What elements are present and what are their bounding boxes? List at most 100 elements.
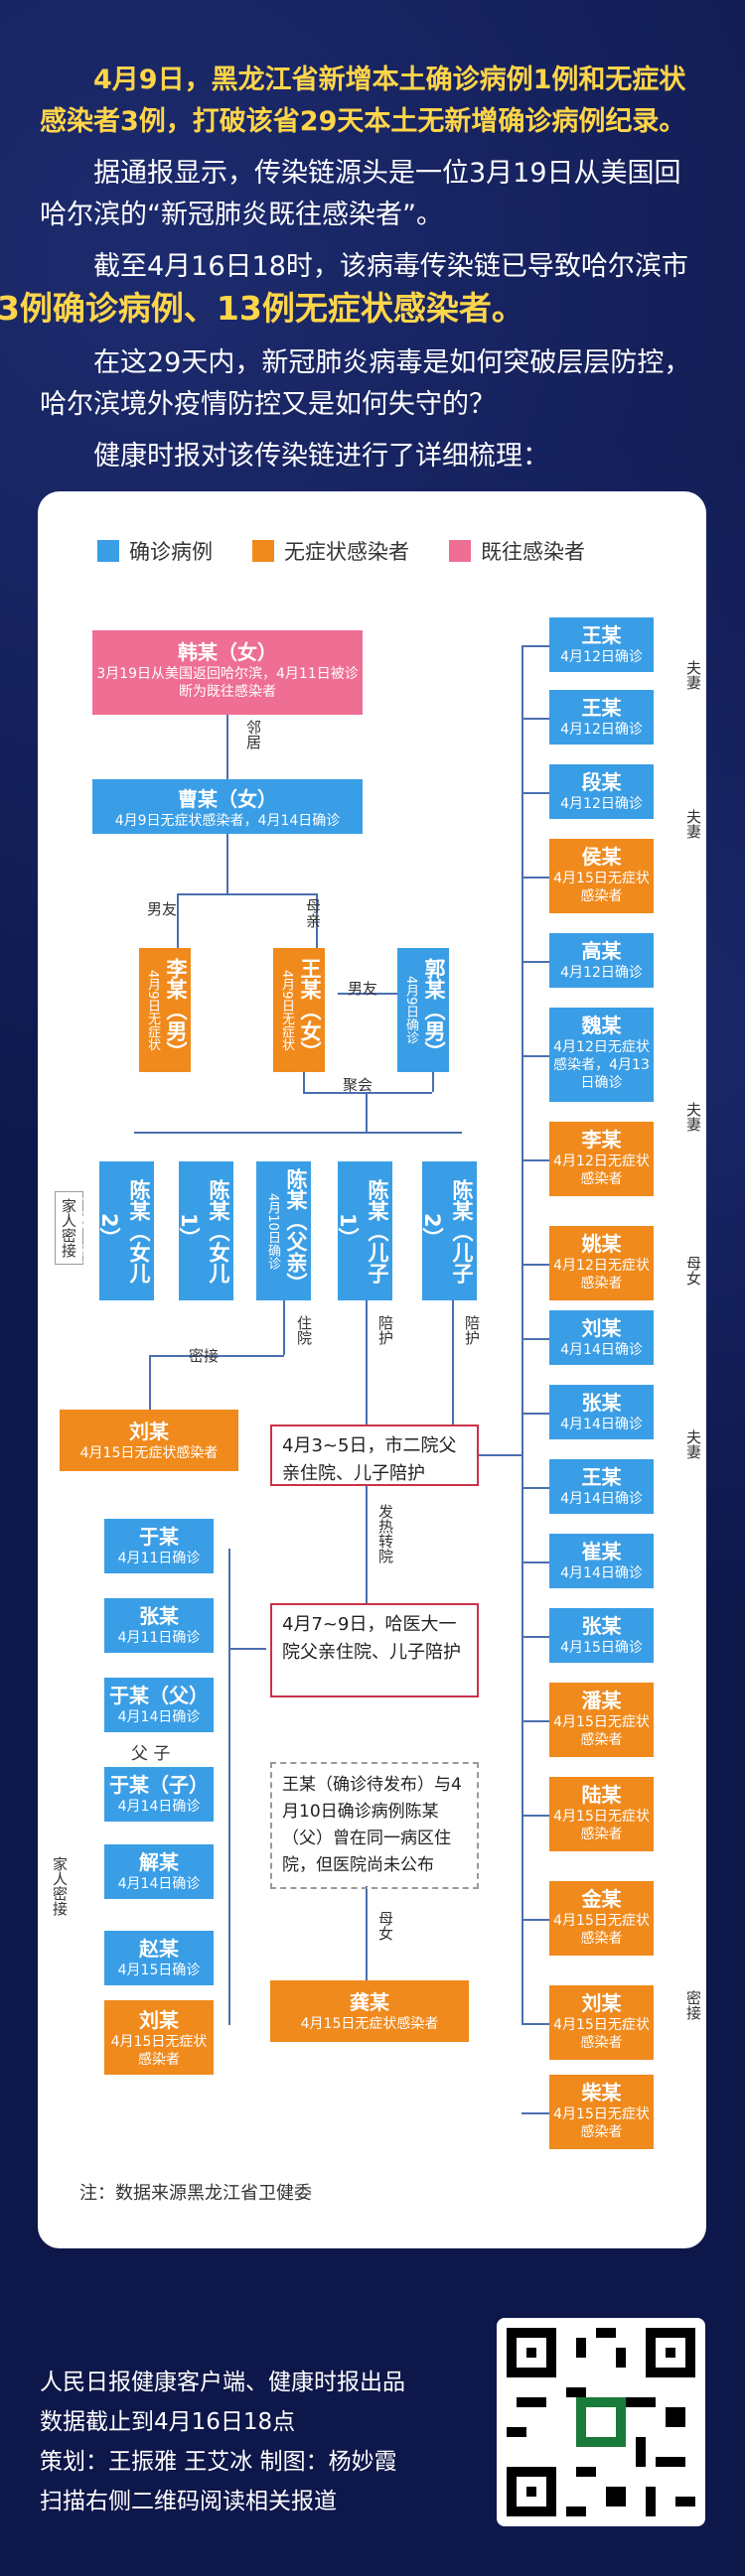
rel-neighbor: 邻居: [244, 720, 262, 749]
right-node-sub: 4月12日确诊: [560, 965, 643, 981]
right-label-couple3: 夫妻: [684, 1102, 702, 1132]
rel-boyfriend: 男友: [147, 900, 178, 918]
right-node-name: 姚某: [581, 1232, 622, 1256]
footer-line2: 数据截止到4月16日18点: [40, 2409, 296, 2435]
right-node-name: 魏某: [581, 1014, 622, 1037]
node-guo: 郭某（男） 4月9日确诊: [397, 948, 449, 1072]
node-wang: 王某（女） 4月9日无症状: [273, 948, 325, 1072]
connector: [522, 1412, 549, 1415]
connector: [366, 1092, 368, 1132]
right-node: 张某 4月14日确诊: [549, 1385, 654, 1439]
rel-mother: 母亲: [304, 898, 322, 928]
node-yu1: 于某 4月11日确诊: [104, 1519, 214, 1573]
case-count: 23例确诊病例、13例无症状感染者。: [0, 289, 524, 328]
connector: [177, 893, 316, 895]
connector: [226, 824, 228, 893]
rel-care2: 陪护: [463, 1315, 481, 1345]
right-node-sub: 4月12日确诊: [560, 722, 643, 738]
connector: [366, 1886, 368, 1980]
rel-father-son: 父 子: [131, 1744, 171, 1764]
node-chen-daughter2: 陈某（女儿2） 4月15日确诊: [78, 1161, 154, 1300]
node-liu: 刘某 4月15日无症状感染者: [60, 1410, 238, 1471]
connector: [522, 645, 523, 2025]
family-contact-label-2: 家人密接: [51, 1856, 69, 1916]
right-node-name: 王某: [581, 623, 622, 647]
right-node-name: 柴某: [581, 2081, 622, 2104]
connector: [226, 705, 228, 779]
qr-code[interactable]: [497, 2318, 705, 2526]
intro-p5: 健康时报对该传染链进行了详细梳理：: [93, 441, 549, 472]
right-node-sub: 4月14日确诊: [560, 1417, 643, 1432]
right-node: 高某 4月12日确诊: [549, 933, 654, 988]
rel-care1: 陪护: [376, 1315, 394, 1345]
right-node-name: 陆某: [581, 1783, 622, 1807]
note-hospital-2: 4月7~9日，哈医大一院父亲住院、儿子陪护: [270, 1603, 479, 1697]
right-node-sub: 4月12日无症状感染者: [553, 1153, 650, 1187]
connector: [366, 1300, 368, 1424]
intro-text: 4月9日，黑龙江省新增本土确诊病例1例和无症状感染者3例，打破该省29天本土无新…: [0, 60, 705, 487]
connector: [366, 1484, 368, 1603]
right-node-sub: 4月15日确诊: [560, 1640, 643, 1656]
connector: [522, 1719, 549, 1722]
right-node-sub: 4月14日确诊: [560, 1565, 643, 1581]
source-note: 注：数据来源黑龙江省卫健委: [79, 2183, 312, 2204]
legend: 确诊病例 无症状感染者 既往感染者: [97, 536, 585, 566]
connector: [228, 1549, 230, 2025]
right-node-name: 高某: [581, 939, 622, 963]
connector: [149, 1355, 151, 1410]
rel-boyfriend2: 男友: [348, 980, 378, 998]
connector: [522, 1560, 549, 1563]
node-li: 李某（男） 4月9日无症状: [139, 948, 191, 1072]
right-node-sub: 4月15日无症状感染者: [553, 1913, 650, 1947]
right-node-sub: 4月15日无症状感染者: [553, 2106, 650, 2140]
connector: [477, 1454, 522, 1456]
right-node-sub: 4月12日确诊: [560, 796, 643, 812]
right-node-name: 李某: [581, 1128, 622, 1152]
right-node-name: 潘某: [581, 1689, 622, 1712]
right-node-name: 张某: [581, 1391, 622, 1415]
right-node-sub: 4月12日确诊: [560, 649, 643, 665]
connector: [522, 1918, 549, 1921]
connector: [522, 1486, 549, 1489]
right-label-mother-daughter: 母女: [684, 1256, 702, 1286]
legend-asymptomatic: 无症状感染者: [252, 536, 409, 566]
node-chen-father: 陈某（父亲） 4月10日确诊: [256, 1161, 311, 1300]
right-node-sub: 4月12日无症状感染者，4月13日确诊: [553, 1039, 650, 1091]
connector: [522, 1054, 549, 1057]
family-contact-label: 家人密接: [55, 1191, 83, 1265]
right-node: 王某 4月12日确诊: [549, 690, 654, 745]
right-node-name: 崔某: [581, 1540, 622, 1563]
connector: [522, 876, 549, 879]
connector: [283, 1300, 285, 1355]
note-hospital-1: 4月3~5日，市二院父亲住院、儿子陪护: [270, 1424, 479, 1486]
connector: [149, 1355, 284, 1357]
node-chen-son1: 陈某（儿子1） 4月12日确诊: [317, 1161, 392, 1300]
connector: [303, 1072, 305, 1092]
connector: [522, 1635, 549, 1638]
footer: 人民日报健康客户端、健康时报出品 数据截止到4月16日18点 策划：王振雅 王艾…: [40, 2363, 405, 2521]
qr-code-icon: [507, 2328, 695, 2516]
node-chen-son2: 陈某（儿子2） 4月12日确诊: [401, 1161, 477, 1300]
right-node-sub: 4月15日无症状感染者: [553, 871, 650, 904]
connector: [522, 2022, 549, 2025]
right-node-sub: 4月12日无症状感染者: [553, 1258, 650, 1291]
right-node-name: 侯某: [581, 845, 622, 869]
connector: [522, 1337, 549, 1340]
node-xie: 解某 4月14日确诊: [104, 1844, 214, 1899]
connector: [452, 1300, 454, 1424]
connector: [522, 1263, 549, 1266]
right-node-sub: 4月15日无症状感染者: [553, 2017, 650, 2051]
right-label-close: 密接: [684, 1990, 702, 2020]
right-node-sub: 4月14日确诊: [560, 1491, 643, 1507]
right-node-name: 王某: [581, 696, 622, 720]
